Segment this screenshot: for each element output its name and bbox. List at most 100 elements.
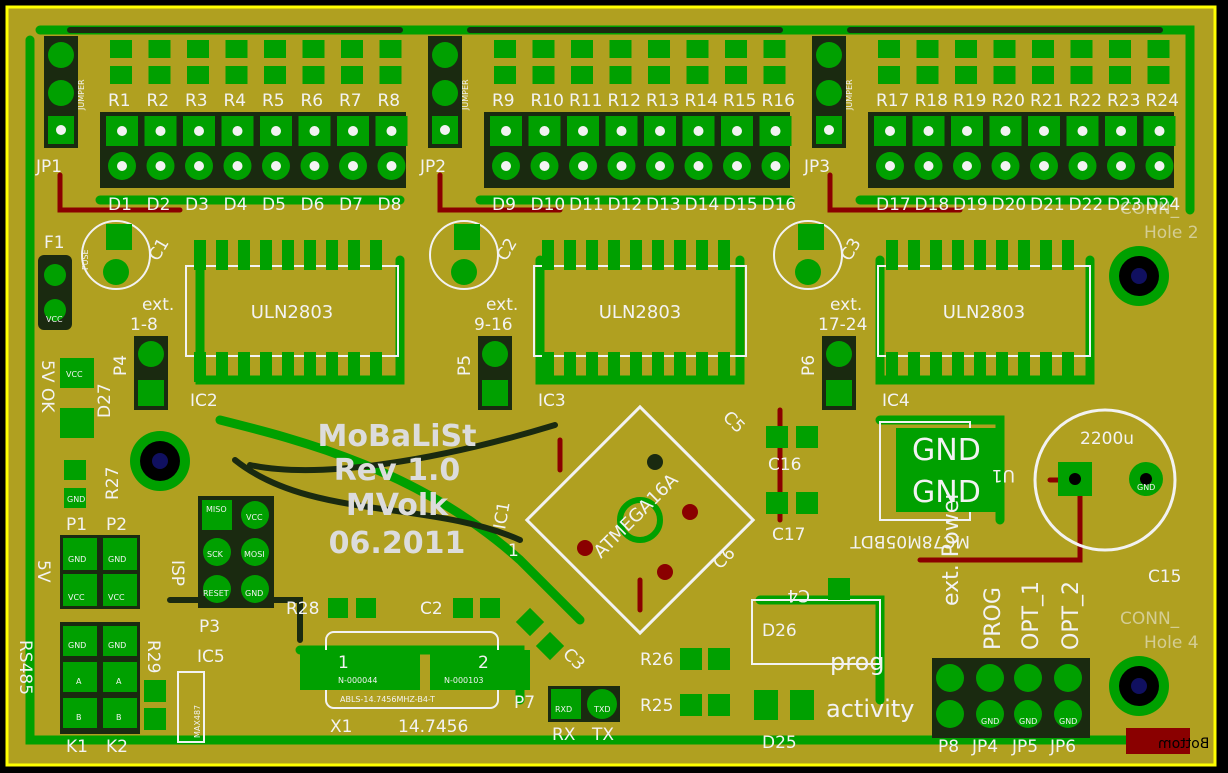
svg-text:VCC: VCC	[246, 513, 263, 522]
resistor-label: R24	[1146, 91, 1179, 111]
svg-text:K1: K1	[66, 737, 88, 757]
led-label: D4	[224, 195, 248, 215]
fuse-f1: F1 VCC FUSE	[38, 233, 90, 330]
driver-part: ULN2803	[943, 302, 1025, 323]
svg-text:GND: GND	[68, 555, 86, 564]
svg-text:VCC: VCC	[108, 593, 125, 602]
led-label: D6	[301, 195, 325, 215]
jumper-ref: JP1	[35, 157, 62, 177]
resistor-label: R23	[1107, 91, 1140, 111]
resistor-label: R13	[646, 91, 679, 111]
resistor-label: R9	[492, 91, 515, 111]
resistor-label: R16	[762, 91, 795, 111]
crystal-x1: 1 2 N-000044 N-000103 ABLS-14.7456MHZ-B4…	[300, 631, 530, 737]
svg-text:R28: R28	[286, 599, 319, 619]
title-block: MoBaLiSt Rev 1.0 MVolk 06.2011	[318, 419, 477, 561]
board-author: MVolk	[346, 488, 449, 523]
svg-text:prog: prog	[830, 648, 885, 676]
svg-text:5V OK: 5V OK	[37, 360, 57, 413]
layer-badge: Bottom	[1126, 728, 1209, 754]
led-label: D17	[876, 195, 911, 215]
svg-text:GND: GND	[1059, 717, 1077, 726]
resistor-label: R20	[992, 91, 1025, 111]
svg-text:A: A	[76, 677, 82, 686]
svg-text:R27: R27	[103, 467, 123, 500]
led-label: D21	[1030, 195, 1065, 215]
ext-label: ext.	[486, 295, 518, 315]
resistor-label: R3	[185, 91, 208, 111]
svg-text:ext. Power: ext. Power	[939, 490, 964, 606]
svg-text:D26: D26	[762, 621, 797, 641]
ext-label: ext.	[830, 295, 862, 315]
svg-text:X1: X1	[330, 717, 352, 737]
svg-text:OPT_1: OPT_1	[1019, 581, 1044, 650]
svg-text:CONN_: CONN_	[1120, 199, 1180, 219]
capacitor-c2: C2	[420, 598, 500, 619]
resistor-label: R1	[108, 91, 131, 111]
mount-hole-bottom-right	[1109, 656, 1169, 716]
led-label: D1	[108, 195, 132, 215]
svg-text:P1: P1	[66, 515, 87, 535]
svg-text:GND: GND	[981, 717, 999, 726]
led-label: D11	[569, 195, 604, 215]
driver-part: ULN2803	[599, 302, 681, 323]
resistor-label: R15	[723, 91, 756, 111]
svg-text:GND: GND	[1019, 717, 1037, 726]
led-label: D22	[1069, 195, 1104, 215]
svg-text:GND: GND	[68, 641, 86, 650]
svg-text:PROG: PROG	[981, 587, 1006, 650]
resistor-label: R21	[1030, 91, 1063, 111]
board-title: MoBaLiSt	[318, 419, 477, 454]
led-bank-3: R17D17R18D18R19D19R20D20R21D21R22D22R23D…	[868, 40, 1180, 215]
svg-text:MAX487: MAX487	[193, 705, 202, 738]
ext-header-ref: P5	[455, 355, 475, 376]
jumper-ref: JP3	[803, 157, 830, 177]
driver-ref: IC2	[190, 391, 218, 411]
driver-part: ULN2803	[251, 302, 333, 323]
svg-text:IC5: IC5	[197, 647, 225, 667]
svg-text:14.7456: 14.7456	[398, 717, 468, 737]
led-label: D10	[531, 195, 566, 215]
resistor-label: R11	[569, 91, 602, 111]
svg-text:R26: R26	[640, 650, 673, 670]
resistor-label: R14	[685, 91, 718, 111]
resistor-r28: R28	[286, 598, 376, 619]
svg-text:1: 1	[338, 653, 349, 673]
svg-text:Hole 2: Hole 2	[1144, 223, 1199, 243]
driver-ref: IC3	[538, 391, 566, 411]
svg-text:GND: GND	[912, 433, 981, 468]
mount-hole-left	[130, 431, 190, 491]
hole-labels: CONN_ Hole 2 CONN_ Hole 4	[1120, 199, 1199, 653]
svg-text:B: B	[116, 713, 122, 722]
svg-text:MISO: MISO	[206, 505, 227, 514]
svg-text:JP4: JP4	[971, 737, 998, 757]
svg-text:GND: GND	[245, 589, 263, 598]
resistor-label: R8	[378, 91, 401, 111]
svg-text:MOSI: MOSI	[244, 550, 265, 559]
led-label: D9	[492, 195, 516, 215]
svg-text:R25: R25	[640, 696, 673, 716]
resistor-label: R6	[301, 91, 324, 111]
option-jumpers: ext. Power GND GND GND PROG OPT_1 OPT_2 …	[932, 490, 1090, 757]
svg-text:CONN_: CONN_	[1120, 609, 1180, 629]
svg-text:N-000044: N-000044	[338, 676, 377, 685]
svg-text:A: A	[116, 677, 122, 686]
uart-header-p7: RXD TXD P7 RX TX	[514, 686, 620, 745]
led-label: D24	[1146, 195, 1181, 215]
svg-text:C15: C15	[1148, 567, 1182, 587]
led-label: D20	[992, 195, 1027, 215]
led-label: D8	[378, 195, 402, 215]
capacitor-c15: 2200u GND C15	[1033, 408, 1182, 587]
svg-text:C17: C17	[772, 525, 806, 545]
ext-header-ref: P6	[799, 355, 819, 376]
led-label: D18	[915, 195, 950, 215]
svg-text:TX: TX	[591, 725, 614, 745]
svg-text:OPT_2: OPT_2	[1059, 581, 1084, 650]
svg-text:5V: 5V	[33, 560, 53, 583]
